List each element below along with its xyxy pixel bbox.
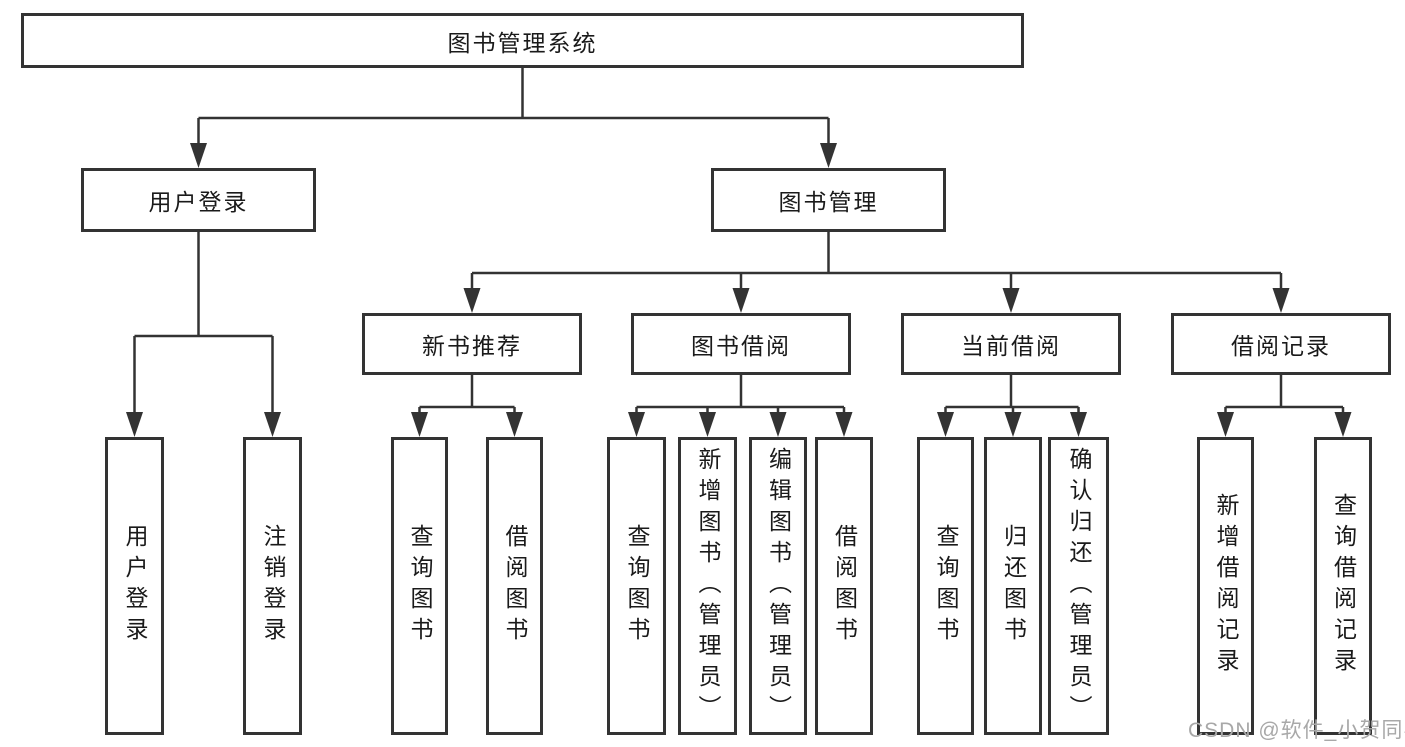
node-label: 查询图书	[407, 524, 433, 648]
node-label: 新增借阅记录	[1213, 493, 1239, 679]
node-label: 查询图书	[624, 524, 650, 648]
node-label: 编辑图书（管理员）	[765, 446, 792, 726]
node-label: 借阅记录	[1231, 333, 1331, 359]
node-label: 新书推荐	[422, 333, 522, 359]
csdn-watermark: CSDN @软件_小贺同学	[1188, 719, 1405, 742]
node-label: 图书管理系统	[447, 29, 598, 56]
node-new-book-recommend: 新书推荐	[362, 313, 582, 375]
node-label: 图书管理	[778, 189, 879, 215]
leaf-borrow-books-recommend: 借阅图书	[486, 437, 543, 735]
node-label: 借阅图书	[502, 524, 528, 648]
node-library-management-system: 图书管理系统	[21, 13, 1024, 68]
node-book-management: 图书管理	[711, 168, 946, 232]
node-book-borrowing: 图书借阅	[631, 313, 851, 375]
node-label: 查询图书	[933, 524, 959, 648]
leaf-add-books-admin: 新增图书（管理员）	[678, 437, 737, 735]
leaf-query-borrow-record: 查询借阅记录	[1314, 437, 1372, 735]
node-label: 当前借阅	[961, 333, 1061, 359]
leaf-return-books: 归还图书	[984, 437, 1042, 735]
leaf-user-login: 用户登录	[105, 437, 164, 735]
node-borrowing-records: 借阅记录	[1171, 313, 1391, 375]
node-label: 新增图书（管理员）	[695, 446, 721, 726]
node-current-borrowing: 当前借阅	[901, 313, 1121, 375]
leaf-add-borrow-record: 新增借阅记录	[1197, 437, 1254, 735]
leaf-query-books-current: 查询图书	[917, 437, 974, 735]
leaf-logout: 注销登录	[243, 437, 302, 735]
leaf-borrow-books-borrowing: 借阅图书	[815, 437, 873, 735]
leaf-query-books-borrowing: 查询图书	[607, 437, 666, 735]
leaf-confirm-return-admin: 确认归还（管理员）	[1048, 437, 1109, 735]
node-label: 查询借阅记录	[1330, 493, 1357, 679]
node-user-login: 用户登录	[81, 168, 316, 232]
node-label: 借阅图书	[831, 524, 858, 648]
leaf-query-books-recommend: 查询图书	[391, 437, 448, 735]
node-label: 用户登录	[148, 189, 249, 215]
node-label: 图书借阅	[691, 333, 791, 359]
node-label: 用户登录	[122, 524, 148, 648]
node-label: 注销登录	[260, 524, 286, 648]
leaf-edit-books-admin: 编辑图书（管理员）	[749, 437, 807, 735]
node-label: 确认归还（管理员）	[1066, 446, 1092, 726]
node-label: 归还图书	[1000, 524, 1027, 648]
